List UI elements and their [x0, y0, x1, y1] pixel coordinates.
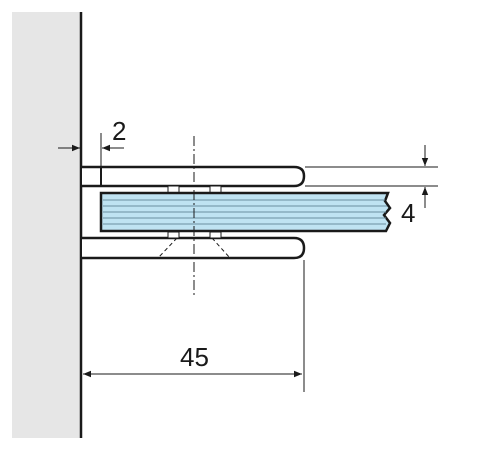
clamp-plate-upper [82, 165, 306, 188]
gap-dimension-label: 2 [112, 116, 126, 146]
hidden-screw-right [211, 237, 231, 259]
thickness-dimension-label: 4 [401, 198, 415, 228]
hidden-screw-left [157, 237, 178, 259]
depth-dimension-label: 45 [180, 342, 209, 372]
pad-lower-right [209, 231, 222, 239]
wall [12, 12, 81, 438]
clamp-plate-lower [82, 236, 306, 260]
pad-lower-left [167, 231, 180, 239]
